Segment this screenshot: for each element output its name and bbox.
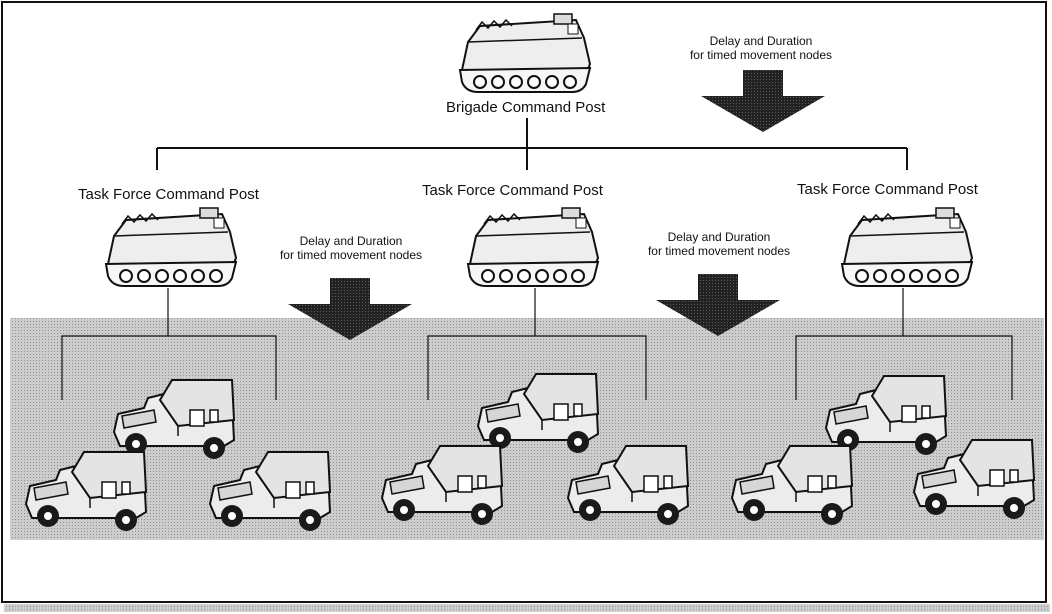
- timing-note-line1: Delay and Duration: [709, 34, 813, 48]
- timing-note-task-force-1: Delay and Duration for timed movement no…: [280, 234, 422, 262]
- task-force-1-label: Task Force Command Post: [78, 186, 259, 203]
- timing-note-line1: Delay and Duration: [667, 230, 771, 244]
- timing-note-line2: for timed movement nodes: [689, 48, 833, 62]
- task-force-1-vehicle-icon: [105, 207, 237, 287]
- timing-note-line1: Delay and Duration: [299, 234, 403, 248]
- task-force-2-label: Task Force Command Post: [422, 182, 603, 199]
- brigade-label: Brigade Command Post: [446, 99, 606, 116]
- timing-note-task-force-2: Delay and Duration for timed movement no…: [648, 230, 790, 258]
- task-force-3-vehicle-icon: [841, 207, 973, 287]
- frame-shadow: [4, 604, 1050, 612]
- unit-brackets: [61, 288, 1013, 400]
- task-force-2-vehicle-icon: [467, 207, 599, 287]
- brigade-vehicle-icon: [459, 13, 591, 93]
- task-force-3-label: Task Force Command Post: [797, 181, 978, 198]
- timing-note-line2: for timed movement nodes: [279, 248, 423, 262]
- timing-note-brigade: Delay and Duration for timed movement no…: [690, 34, 832, 62]
- hierarchy-lines: [156, 118, 908, 170]
- timing-note-line2: for timed movement nodes: [647, 244, 791, 258]
